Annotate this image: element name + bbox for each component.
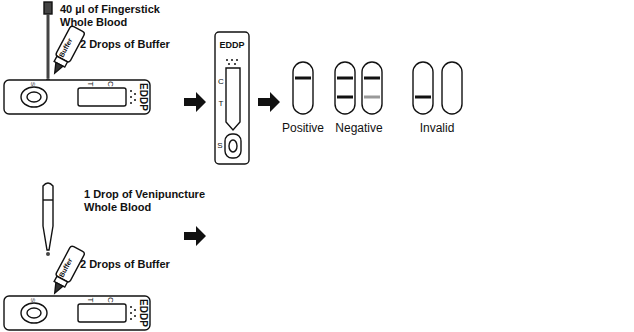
result-label: Invalid	[420, 122, 455, 136]
well-label: S	[217, 141, 222, 150]
instruction-label: 2 Drops of Buffer	[80, 38, 170, 51]
test-cassette	[4, 296, 150, 330]
capillary-tube	[44, 2, 52, 82]
result-label: Negative	[335, 122, 382, 136]
instruction-label: 1 Drop of Venipuncture Whole Blood	[84, 188, 224, 213]
buffer-bottle	[48, 25, 86, 77]
dropper	[43, 183, 53, 256]
result-window	[293, 62, 462, 114]
buffer-bottle	[48, 245, 86, 297]
well-label: S	[30, 82, 37, 86]
test-cassette	[215, 32, 249, 164]
instruction-label: 40 µl of Fingerstick Whole Blood	[60, 3, 178, 28]
line-label: T	[85, 82, 94, 87]
test-name: EDDP	[137, 83, 149, 111]
line-label: C	[218, 77, 224, 86]
instruction-label: 2 Drops of Buffer	[80, 258, 170, 271]
test-name: EDDP	[219, 40, 244, 50]
test-cassette	[4, 80, 150, 114]
test-name: EDDP	[137, 299, 149, 327]
well-label: S	[30, 298, 37, 302]
line-label: T	[85, 298, 94, 303]
line-label: C	[105, 81, 114, 87]
result-label: Positive	[282, 122, 324, 136]
line-label: C	[105, 297, 114, 303]
line-label: T	[219, 99, 224, 108]
